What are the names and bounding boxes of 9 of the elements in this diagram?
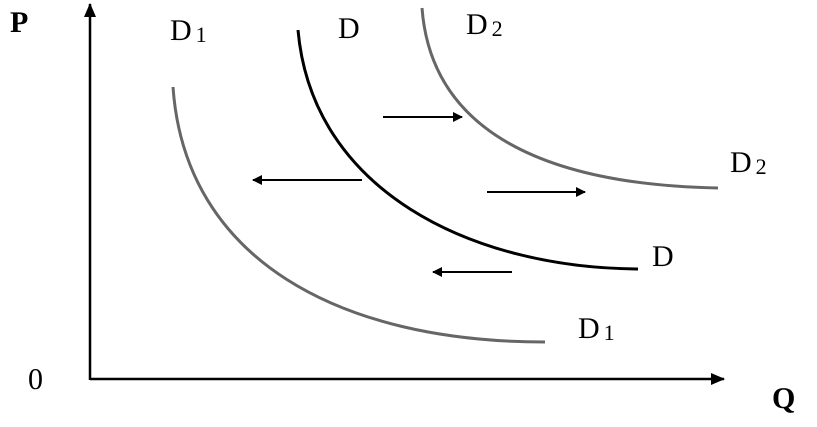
axis-label: Q (772, 382, 796, 416)
curve-label: D$_{2}$ (730, 146, 767, 181)
curve-label: D$_{1}$ (170, 14, 207, 49)
origin-label: 0 (28, 363, 43, 397)
curve-label: D (652, 240, 674, 274)
curve-label: D$_{2}$ (466, 8, 503, 43)
axis-label: P (10, 6, 28, 40)
curve-label: D (338, 12, 360, 46)
curve-label: D$_{1}$ (578, 312, 615, 347)
